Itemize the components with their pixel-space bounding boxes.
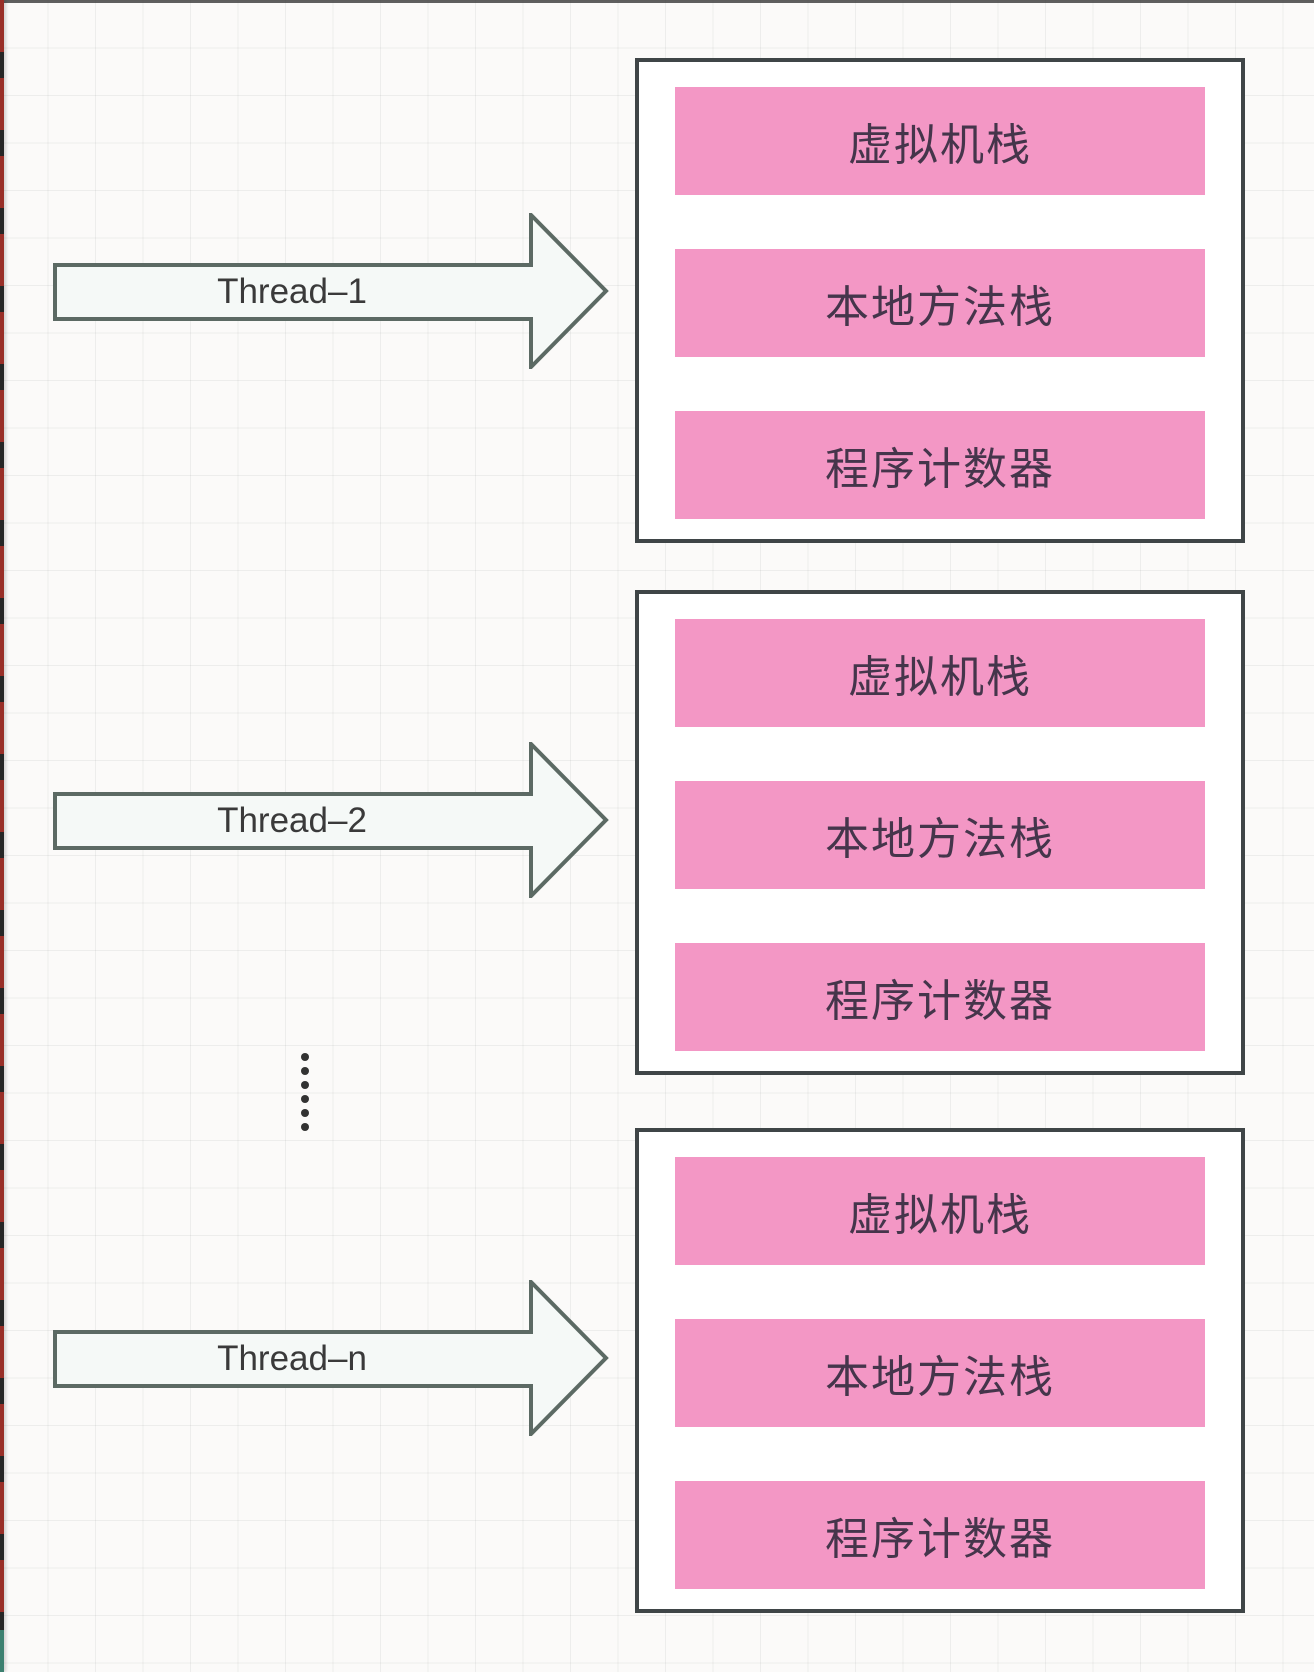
right-arrow-icon (53, 1280, 609, 1436)
thread-1-arrow: Thread–1 (53, 213, 609, 369)
thread-n-label: Thread–n (217, 1339, 367, 1378)
right-arrow-icon (53, 742, 609, 898)
cell-program-counter: 程序计数器 (675, 1481, 1205, 1589)
cell-program-counter: 程序计数器 (675, 943, 1205, 1051)
thread-2-label: Thread–2 (217, 801, 367, 840)
cell-vm-stack: 虚拟机栈 (675, 619, 1205, 727)
vertical-ellipsis (301, 1053, 309, 1131)
photo-left-edge-green-mark (0, 1630, 4, 1672)
thread-1-label: Thread–1 (217, 272, 367, 311)
ellipsis-dot (301, 1067, 309, 1075)
cell-native-method-stack: 本地方法栈 (675, 1319, 1205, 1427)
cell-native-method-stack: 本地方法栈 (675, 249, 1205, 357)
ellipsis-dot (301, 1081, 309, 1089)
thread-n-arrow: Thread–n (53, 1280, 609, 1436)
photo-top-edge (0, 0, 1314, 3)
ellipsis-dot (301, 1053, 309, 1061)
ellipsis-dot (301, 1095, 309, 1103)
thread-n-memory-box: 虚拟机栈 本地方法栈 程序计数器 (635, 1128, 1245, 1613)
cell-vm-stack: 虚拟机栈 (675, 1157, 1205, 1265)
right-arrow-icon (53, 213, 609, 369)
ellipsis-dot (301, 1109, 309, 1117)
cell-program-counter: 程序计数器 (675, 411, 1205, 519)
thread-1-memory-box: 虚拟机栈 本地方法栈 程序计数器 (635, 58, 1245, 543)
cell-native-method-stack: 本地方法栈 (675, 781, 1205, 889)
thread-2-memory-box: 虚拟机栈 本地方法栈 程序计数器 (635, 590, 1245, 1075)
thread-2-arrow: Thread–2 (53, 742, 609, 898)
ellipsis-dot (301, 1123, 309, 1131)
photo-left-edge-marks (0, 0, 4, 1672)
cell-vm-stack: 虚拟机栈 (675, 87, 1205, 195)
